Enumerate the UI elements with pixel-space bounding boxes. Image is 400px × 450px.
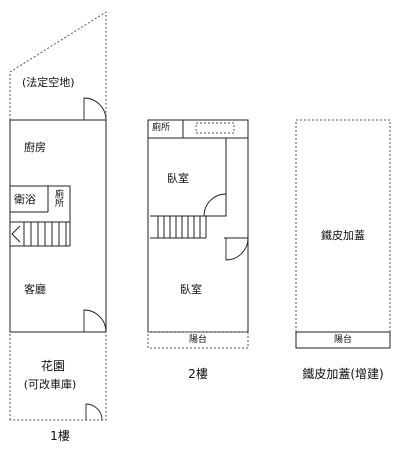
floor2-rear-bedroom-label: 臥室 xyxy=(180,283,202,296)
floor1-building-wall xyxy=(9,119,107,333)
floor1-kitchen-label: 廚房 xyxy=(24,141,46,154)
floor2-plan xyxy=(147,119,249,349)
floor1-garden-door xyxy=(85,403,103,421)
floor2-title: 2樓 xyxy=(188,367,208,381)
floor2-staircase xyxy=(150,216,207,239)
floor2-toilet-label: 廁所 xyxy=(152,123,171,133)
floor3-balcony-label: 陽台 xyxy=(333,335,353,345)
floor1-living-door xyxy=(83,309,107,333)
floor2-front-bedroom-label: 臥室 xyxy=(167,172,189,185)
floor1-title: 1樓 xyxy=(50,429,70,443)
floor1-garden-label: 花園 xyxy=(40,359,66,373)
floor2-rear-bedroom-door xyxy=(225,237,249,261)
floor2-building-wall xyxy=(147,119,249,333)
floor1-living-room-label: 客廳 xyxy=(24,283,46,296)
floor1-garden-note-label: (可改車庫) xyxy=(23,378,77,391)
floor3-iron-roof-label: 鐵皮加蓋 xyxy=(321,229,365,242)
floor1-plan xyxy=(9,11,107,421)
floor1-kitchen-door xyxy=(83,97,107,121)
floor3-title: 鐵皮加蓋(增建) xyxy=(302,367,384,381)
floor1-staircase xyxy=(10,221,70,247)
floor2-balcony-label: 陽台 xyxy=(188,335,208,345)
floor1-toilet-label: 廁所 xyxy=(53,189,63,207)
floor2-front-bedroom-door xyxy=(203,193,227,217)
floor1-legal-open-space-label: (法定空地) xyxy=(22,76,75,89)
floor3-balcony-outline xyxy=(295,331,391,349)
floor3-iron-roof-outline xyxy=(295,119,391,333)
floor2-bath-fixture xyxy=(195,122,235,134)
floor3-plan xyxy=(295,119,391,349)
floor2-balcony-outline xyxy=(147,331,249,349)
floor1-bathroom-label: 衛浴 xyxy=(14,193,36,206)
